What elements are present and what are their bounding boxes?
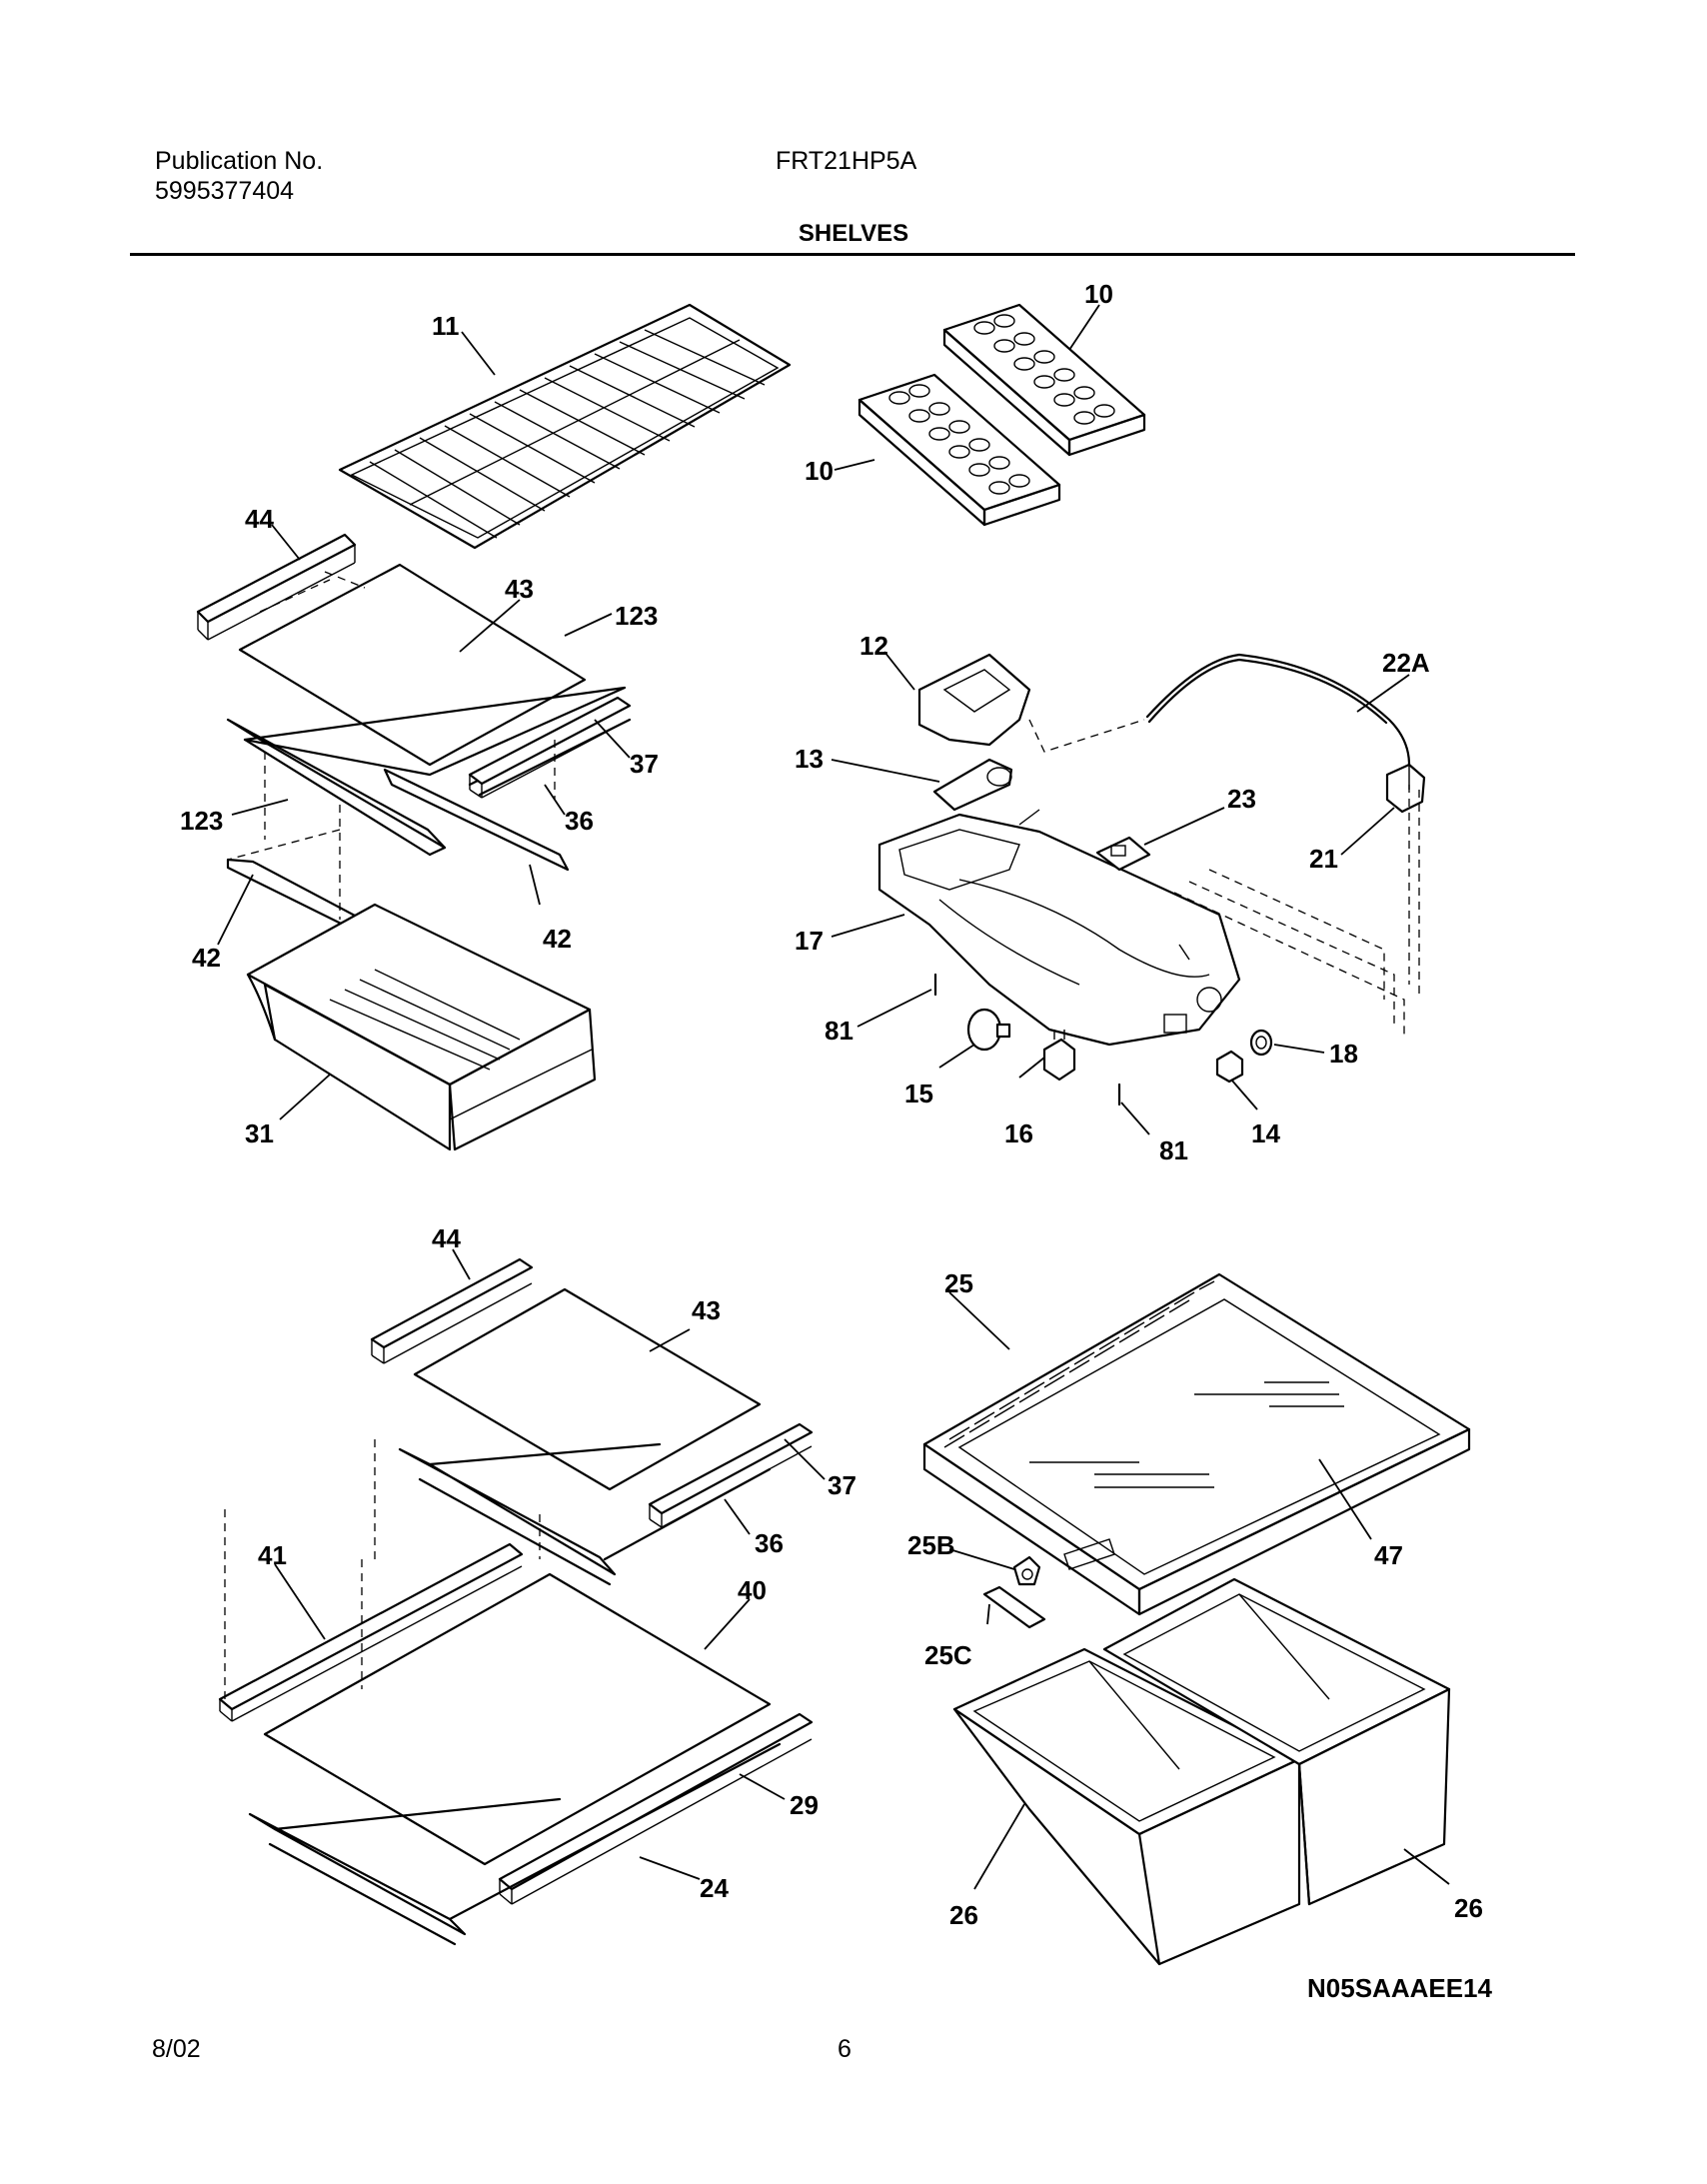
wire-harness-part-22A (1145, 653, 1411, 767)
callout-labels: 11 10 10 44 43 123 37 36 123 42 42 31 12… (180, 279, 1483, 1930)
callout-123: 123 (615, 601, 658, 631)
wire-shelf-part-11 (338, 303, 792, 550)
ice-tray-part-10-upper (942, 303, 1146, 457)
callout-23: 23 (1227, 784, 1256, 814)
publication-number: 5995377404 (155, 177, 295, 205)
ice-bucket-part-12 (917, 653, 1031, 747)
callout-26: 26 (949, 1900, 978, 1930)
socket-part-16 (1042, 1030, 1076, 1082)
switch-part-14 (1215, 1050, 1244, 1084)
trim-part-29 (498, 1712, 814, 1905)
crisper-cover-part-25 (922, 1272, 1471, 1616)
footer-date: 8/02 (152, 2035, 201, 2063)
callout-14: 14 (1251, 1118, 1280, 1148)
trim-part-44-upper (196, 533, 357, 641)
callout-42: 42 (192, 943, 221, 973)
callout-36: 36 (565, 806, 594, 836)
trim-part-44-lower (370, 1257, 534, 1364)
callout-11: 11 (432, 311, 460, 341)
diagram-code: N05SAAAEE14 (1307, 1973, 1493, 2003)
callout-21: 21 (1309, 844, 1338, 874)
callout-40: 40 (738, 1575, 767, 1605)
callout-17: 17 (795, 926, 824, 956)
upper-right-dashed-guides (1028, 719, 1420, 1040)
callout-43: 43 (692, 1295, 721, 1325)
publication-label: Publication No. (155, 147, 324, 175)
clip-part-25C (982, 1585, 1046, 1629)
callout-25: 25 (944, 1268, 973, 1298)
leader-lines (217, 304, 1450, 1890)
shelf-frame-upper (226, 686, 632, 872)
model-number: FRT21HP5A (776, 147, 917, 175)
lower-left-dashed-guides (224, 1439, 541, 1699)
trim-part-37-upper (468, 696, 632, 799)
button-part-18 (1249, 1029, 1273, 1057)
callout-36: 36 (755, 1528, 784, 1558)
callout-37: 37 (630, 749, 659, 779)
bracket-part-25B (1012, 1555, 1041, 1586)
callout-25B: 25B (907, 1530, 955, 1560)
glass-shelf-part-40 (263, 1572, 772, 1866)
callout-29: 29 (790, 1790, 819, 1820)
bulb-part-15 (966, 1008, 1011, 1052)
glass-shelf-part-43-lower (413, 1287, 762, 1491)
callout-15: 15 (904, 1079, 933, 1108)
callout-26: 26 (1454, 1893, 1483, 1923)
ice-tray-part-10-lower (857, 373, 1061, 527)
diffuser-part-13 (932, 758, 1013, 812)
crisper-drawer-part-26-right (1102, 1577, 1451, 1906)
section-title: SHELVES (798, 220, 909, 247)
callout-81: 81 (825, 1016, 854, 1046)
rail-part-41 (218, 1542, 524, 1722)
glass-shelf-part-43-upper (238, 563, 587, 767)
light-housing-part-17 (877, 809, 1241, 1047)
callout-10: 10 (1084, 279, 1113, 309)
callout-18: 18 (1329, 1039, 1358, 1069)
callout-24: 24 (700, 1873, 729, 1903)
callout-81: 81 (1159, 1135, 1188, 1165)
shelf-frame-part-24 (248, 1742, 782, 1946)
callout-123: 123 (180, 806, 223, 836)
connector-part-21 (1385, 763, 1426, 814)
upper-left-dashed-guides (264, 571, 556, 920)
screw-part-81 (933, 973, 1121, 1106)
callout-22A: 22A (1382, 648, 1430, 678)
callout-44: 44 (245, 504, 274, 534)
callout-47: 47 (1374, 1540, 1403, 1570)
header-rule (130, 253, 1575, 256)
callout-10: 10 (805, 456, 834, 486)
callout-31: 31 (245, 1118, 274, 1148)
callout-16: 16 (1004, 1118, 1033, 1148)
callout-13: 13 (795, 744, 824, 774)
callout-37: 37 (828, 1470, 856, 1500)
callout-44: 44 (432, 1223, 461, 1253)
callout-12: 12 (859, 631, 888, 661)
callout-41: 41 (258, 1540, 287, 1570)
page-number: 6 (838, 2035, 852, 2063)
callout-42: 42 (543, 924, 572, 954)
crisper-pan-part-31 (246, 903, 597, 1151)
trim-part-37-lower (648, 1422, 814, 1528)
callout-43: 43 (505, 574, 534, 604)
callout-25C: 25C (924, 1640, 972, 1670)
switch-part-23 (1095, 836, 1151, 872)
